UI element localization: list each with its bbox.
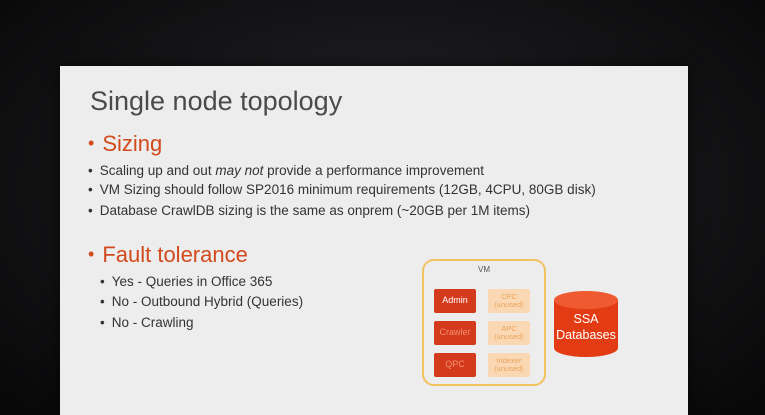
section-heading-sizing: • Sizing	[88, 131, 162, 157]
bullet-crawldb-text: Database CrawlDB sizing is the same as o…	[99, 203, 531, 218]
ssa-database-line1: SSA	[573, 312, 599, 326]
bullet-dot: •	[88, 244, 95, 264]
component-qpc: QPC	[434, 353, 476, 377]
component-admin: Admin	[434, 289, 476, 313]
component-cpc-name: CPC	[501, 292, 517, 302]
component-cpc-note: (unused)	[494, 300, 524, 309]
component-apc-note: (unused)	[494, 332, 524, 341]
bullet-yes-queries-text: Yes - Queries in Office 365	[111, 274, 273, 289]
bullet-yes-queries: • Yes - Queries in Office 365	[100, 274, 272, 289]
bullet-dot: •	[88, 182, 93, 197]
bullet-scaling-pre: Scaling up and out	[99, 163, 216, 178]
section-heading-fault-tolerance-text: Fault tolerance	[102, 242, 248, 267]
bullet-scaling-emphasis: may not	[215, 163, 264, 178]
component-indexer-note: (unused)	[494, 364, 524, 373]
bullet-dot: •	[100, 274, 105, 289]
bullet-dot: •	[88, 203, 93, 218]
bullet-no-outbound: • No - Outbound Hybrid (Queries)	[100, 294, 303, 309]
vm-label: VM	[478, 265, 490, 274]
section-heading-sizing-text: Sizing	[102, 131, 163, 156]
component-apc-name: APC	[501, 324, 517, 334]
component-cpc: CPC(unused)	[488, 289, 530, 313]
bullet-no-outbound-text: No - Outbound Hybrid (Queries)	[111, 294, 304, 309]
ssa-database-label: SSA Databases	[553, 312, 619, 343]
bullet-dot: •	[88, 133, 95, 153]
bullet-dot: •	[100, 294, 105, 309]
bullet-dot: •	[88, 163, 93, 178]
bullet-crawldb: • Database CrawlDB sizing is the same as …	[88, 203, 530, 218]
bullet-scaling-post: provide a performance improvement	[263, 163, 484, 178]
component-crawler: Crawler	[434, 321, 476, 345]
slide-title: Single node topology	[90, 86, 343, 116]
bullet-vm-sizing: • VM Sizing should follow SP2016 minimum …	[88, 182, 596, 197]
component-indexer-name: Indexer	[496, 356, 522, 366]
bullet-vm-sizing-text: VM Sizing should follow SP2016 minimum r…	[99, 182, 596, 197]
ssa-database-line2: Databases	[556, 327, 616, 342]
bullet-no-crawling: • No - Crawling	[100, 315, 194, 330]
bullet-no-crawling-text: No - Crawling	[111, 315, 194, 330]
vm-container: VM Admin Crawler QPC CPC(unused) APC(unu…	[422, 259, 546, 386]
component-apc: APC(unused)	[488, 321, 530, 345]
bullet-dot: •	[100, 315, 105, 330]
bullet-scaling: • Scaling up and out may not provide a pe…	[88, 163, 484, 178]
component-indexer: Indexer(unused)	[488, 353, 530, 377]
section-heading-fault-tolerance: • Fault tolerance	[88, 242, 248, 268]
presentation-slide: Single node topology • Sizing • Scaling up…	[60, 66, 688, 415]
database-icon	[554, 291, 618, 357]
ssa-database-cylinder: SSA Databases	[553, 290, 619, 358]
